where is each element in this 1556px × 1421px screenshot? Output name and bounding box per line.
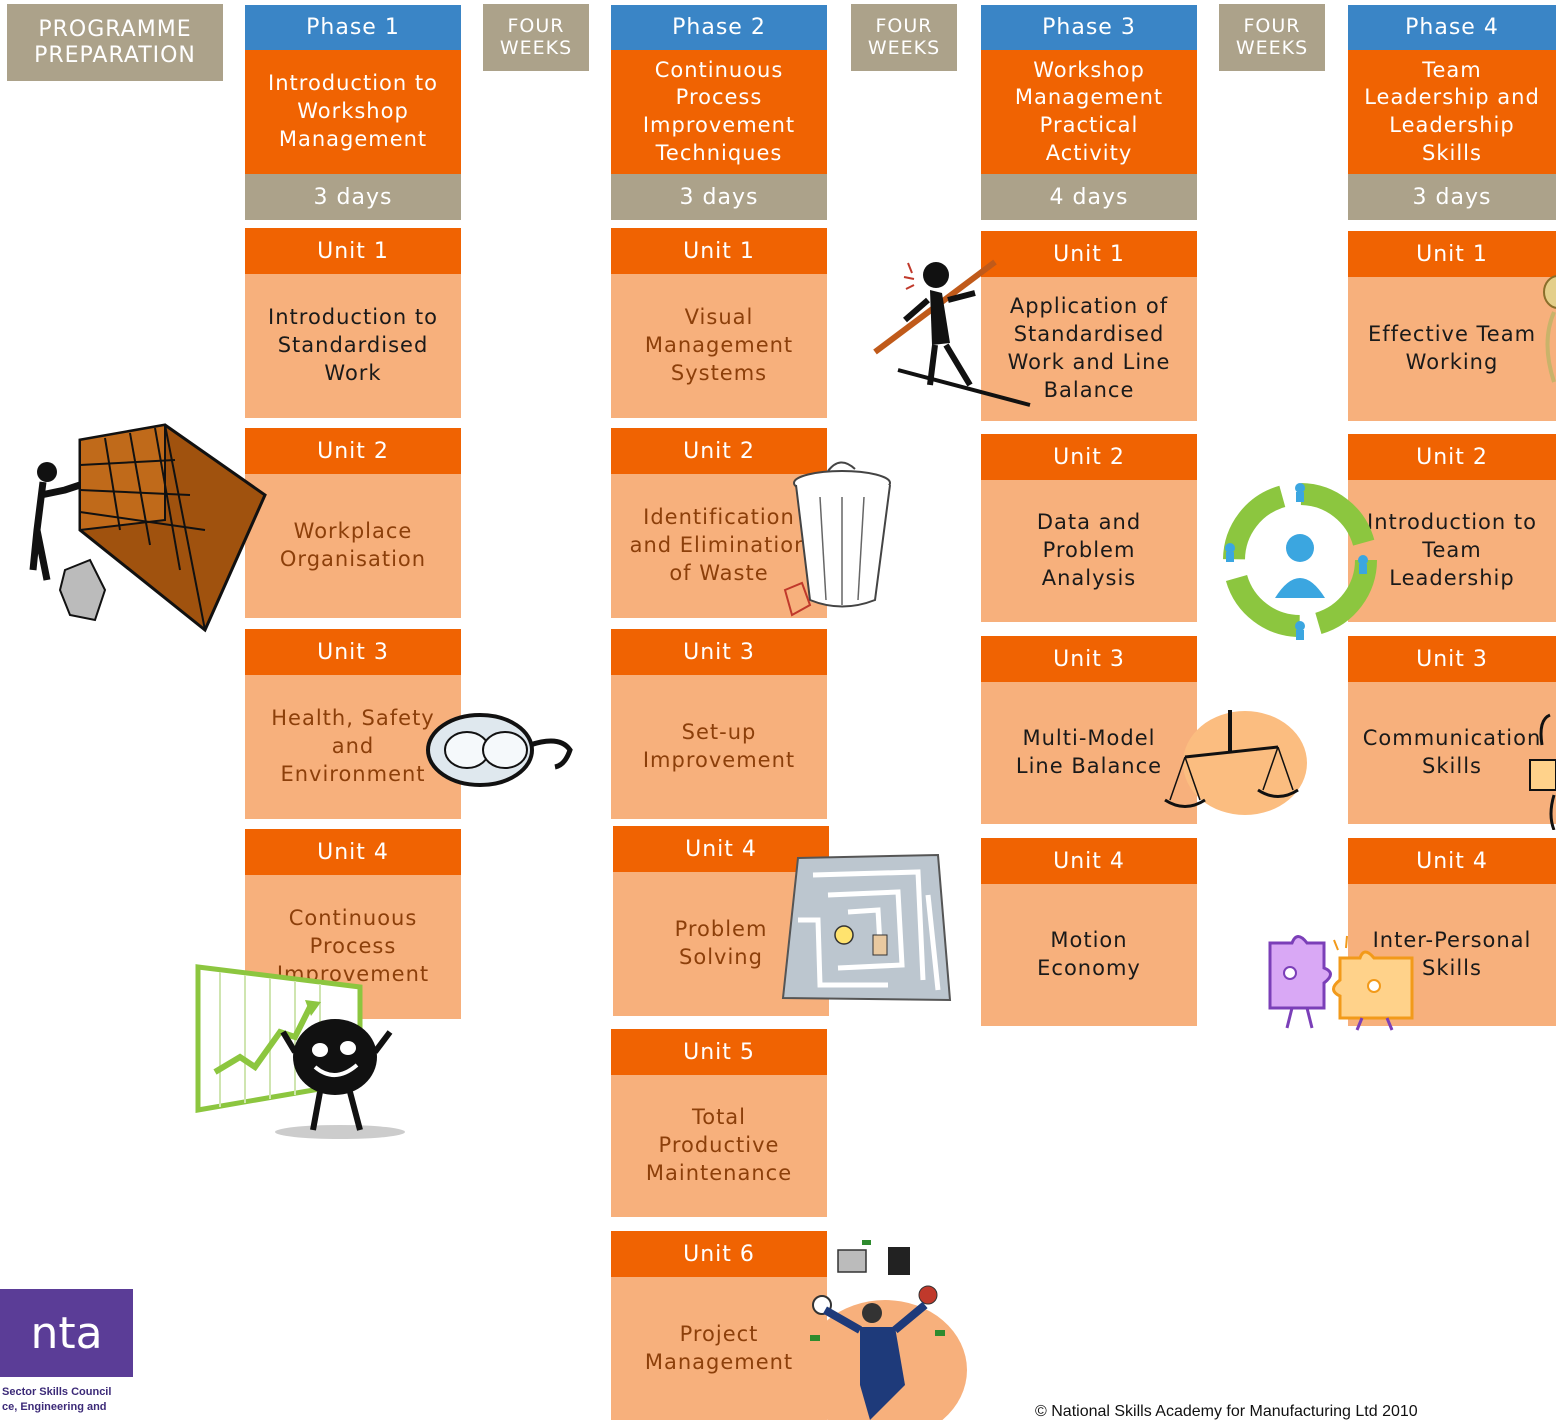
phase-2-unit-2-header: Unit 2 [611, 428, 827, 474]
phase-1-header: Phase 1 [245, 5, 461, 50]
phase-2-unit-4-header: Unit 4 [613, 826, 829, 872]
programme-preparation-label: PROGRAMME PREPARATION [7, 4, 223, 81]
phase-1-title: Introduction to Workshop Management [245, 50, 461, 174]
phase-2-unit-5-header: Unit 5 [611, 1029, 827, 1075]
phase-1-unit-3-header: Unit 3 [245, 629, 461, 675]
phase-3-duration: 4 days [981, 174, 1197, 220]
phase-1-unit-3-body: Health, Safety and Environment [245, 675, 461, 819]
phase-2-unit-1-body: Visual Management Systems [611, 274, 827, 418]
phase-3-unit-4-body: Motion Economy [981, 884, 1197, 1026]
phase-4-unit-2-header: Unit 2 [1348, 434, 1556, 480]
phase-4-unit-1-header: Unit 1 [1348, 231, 1556, 277]
phase-4-unit-4-body: Inter-Personal Skills [1348, 884, 1556, 1026]
phase-1-unit-2-header: Unit 2 [245, 428, 461, 474]
phase-2-header: Phase 2 [611, 5, 827, 50]
phase-3-unit-2-header: Unit 2 [981, 434, 1197, 480]
phase-2-unit-2-body: Identification and Elimination of Waste [611, 474, 827, 618]
nta-logo-tagline-1: Sector Skills Council [2, 1386, 112, 1398]
phase-2-unit-5-body: Total Productive Maintenance [611, 1075, 827, 1217]
phase-1-unit-1-header: Unit 1 [245, 228, 461, 274]
phase-4-unit-4-header: Unit 4 [1348, 838, 1556, 884]
phase-4-unit-1-body: Effective Team Working [1348, 277, 1556, 421]
phase-2-unit-6-header: Unit 6 [611, 1231, 827, 1277]
phase-4-duration: 3 days [1348, 174, 1556, 220]
phase-2-unit-3-header: Unit 3 [611, 629, 827, 675]
phase-2-title: Continuous Process Improvement Technique… [611, 50, 827, 174]
nta-logo-tagline-2: ce, Engineering and [2, 1401, 107, 1413]
phase-4-unit-3-body: Communication Skills [1348, 682, 1556, 824]
phase-3-header: Phase 3 [981, 5, 1197, 50]
phase-3-title: Workshop Management Practical Activity [981, 50, 1197, 174]
phase-4-header: Phase 4 [1348, 5, 1556, 50]
phase-1-unit-2-body: Workplace Organisation [245, 474, 461, 618]
phase-2-unit-1-header: Unit 1 [611, 228, 827, 274]
phase-3-unit-1-header: Unit 1 [981, 231, 1197, 277]
phase-3-unit-1-body: Application of Standardised Work and Lin… [981, 277, 1197, 421]
phase-3-unit-3-body: Multi-Model Line Balance [981, 682, 1197, 824]
phase-3-unit-3-header: Unit 3 [981, 636, 1197, 682]
four-weeks-gap-2: FOUR WEEKS [851, 4, 957, 71]
phase-3-unit-2-body: Data and Problem Analysis [981, 480, 1197, 622]
phase-4-title: Team Leadership and Leadership Skills [1348, 50, 1556, 174]
phase-1-unit-1-body: Introduction to Standardised Work [245, 274, 461, 418]
phase-1-unit-4-body: Continuous Process Improvement [245, 875, 461, 1019]
phase-2-unit-4-body: Problem Solving [613, 872, 829, 1016]
storage-shelves-clipart [29, 423, 267, 633]
nta-logo: nta [0, 1289, 133, 1377]
phase-1-unit-4-header: Unit 4 [245, 829, 461, 875]
four-weeks-gap-1: FOUR WEEKS [483, 4, 589, 71]
phase-2-duration: 3 days [611, 174, 827, 220]
phase-4-unit-2-body: Introduction to Team Leadership [1348, 480, 1556, 622]
nta-logo-text: nta [30, 1307, 103, 1359]
phase-3-unit-4-header: Unit 4 [981, 838, 1197, 884]
phase-4-unit-3-header: Unit 3 [1348, 636, 1556, 682]
copyright-footer: © National Skills Academy for Manufactur… [1035, 1403, 1418, 1420]
phase-2-unit-6-body: Project Management [611, 1277, 827, 1420]
phase-1-duration: 3 days [245, 174, 461, 220]
four-weeks-gap-3: FOUR WEEKS [1219, 4, 1325, 71]
phase-2-unit-3-body: Set-up Improvement [611, 675, 827, 819]
